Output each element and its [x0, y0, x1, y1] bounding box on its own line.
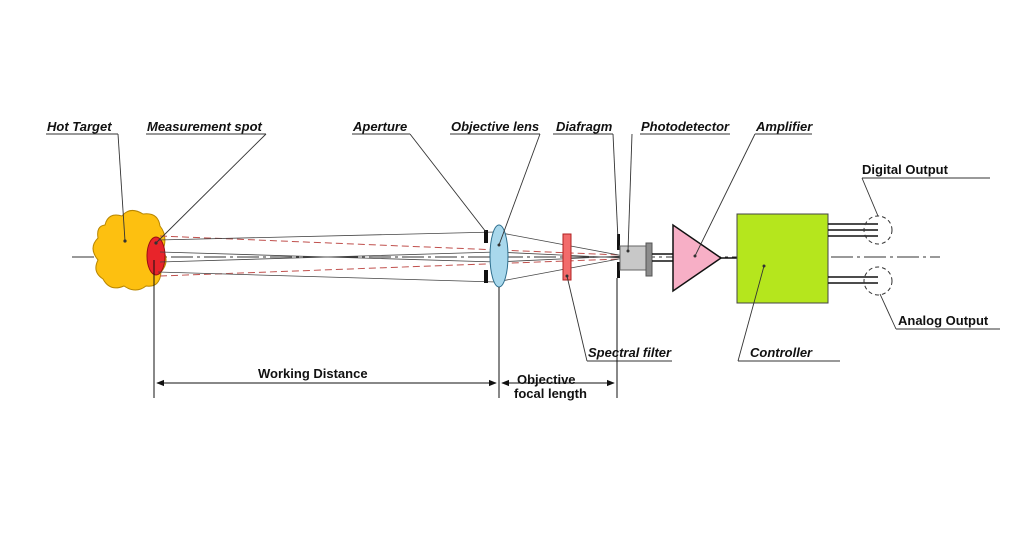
optical-rays: [157, 231, 625, 283]
objective-lens: [489, 224, 509, 288]
label-focal-length-line2: focal length: [514, 386, 587, 401]
label-diafragm: Diafragm: [556, 119, 613, 134]
label-aperture: Aperture: [352, 119, 407, 134]
label-objective-lens: Objective lens: [451, 119, 539, 134]
label-controller: Controller: [750, 345, 813, 360]
hot-target: [92, 210, 167, 291]
leader-lines: [46, 133, 1000, 362]
label-working-distance: Working Distance: [258, 366, 368, 381]
photodetector: [619, 242, 673, 277]
label-hot-target: Hot Target: [47, 119, 112, 134]
aperture: [484, 230, 488, 283]
dimension-lines: [153, 260, 618, 398]
controller: [736, 213, 829, 304]
spectral-filter: [562, 233, 572, 281]
analog-output-connector: [828, 266, 893, 296]
label-photodetector: Photodetector: [641, 119, 730, 134]
digital-output-connector: [828, 215, 893, 245]
measurement-spot: [146, 236, 166, 276]
amplifier: [672, 223, 737, 293]
diafragm: [617, 234, 620, 278]
label-focal-length-line1: Objective: [517, 372, 576, 387]
label-measurement-spot: Measurement spot: [147, 119, 263, 134]
label-digital-output: Digital Output: [862, 162, 949, 177]
label-analog-output: Analog Output: [898, 313, 989, 328]
label-spectral-filter: Spectral filter: [588, 345, 672, 360]
label-amplifier: Amplifier: [755, 119, 813, 134]
